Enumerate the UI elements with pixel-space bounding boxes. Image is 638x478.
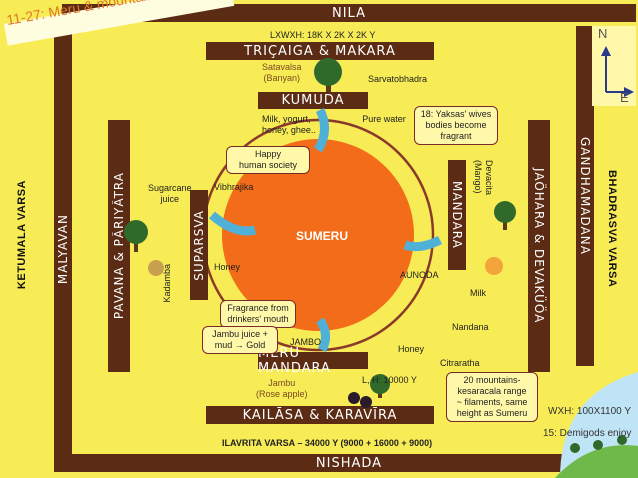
citraratha-label: Citraratha — [440, 358, 480, 368]
pavana-range: PAVANA & PĀRIYĀTRA — [108, 120, 130, 372]
yaksas-box: 18: Yaksas' wives bodies become fragrant — [414, 106, 498, 145]
nila-label: NILA — [332, 5, 366, 21]
gandhamadana-label: GANDHAMADANA — [578, 137, 592, 255]
jambo-label: JAMBO — [290, 337, 322, 347]
tree-icon — [124, 58, 516, 398]
fragrance-box: Fragrance from drinkers' mouth — [220, 300, 296, 328]
east-label: E — [620, 90, 629, 105]
bhadrasva-varsa-label: BHADRASVA VARSA — [606, 170, 618, 288]
jambu-label: Jambu (Rose apple) — [256, 378, 308, 399]
vibhrajika-label: Vibhrajika — [214, 182, 254, 192]
sumeru-label: SUMERU — [296, 229, 349, 243]
compass-arrows-icon — [601, 46, 634, 97]
kadamba-icon — [148, 260, 164, 276]
satavalsa-label: Satavalsa (Banyan) — [262, 62, 302, 83]
kadamba-label: Kadamba — [162, 264, 172, 303]
twenty-mountains-box: 20 mountains- kesaracala range ~ filamen… — [446, 372, 538, 422]
jathara-range: JAÖHARA & DEVAKÜÖA — [528, 120, 550, 372]
north-label: N — [598, 26, 608, 41]
demigods-landscape-icon — [555, 372, 638, 478]
honey-left-label: Honey — [214, 262, 241, 272]
kumuda-label: KUMUDA — [281, 93, 345, 108]
kailasa-label: KAILĀSA & KARAVĪRA — [242, 407, 398, 423]
nishada-range: NISHADA — [62, 454, 636, 472]
merumandara-range: MERU MANDARA — [258, 346, 368, 376]
mandara-range: MANDARA — [448, 160, 466, 270]
milk-yogurt-box: Milk, yogurt, honey, ghee.. — [262, 114, 316, 135]
lh-dimension: L, H: 10000 Y — [362, 375, 417, 385]
top-dimension: LXWXH: 18K X 2K X 2K Y — [270, 30, 376, 40]
jambu-fruit-icon — [360, 396, 372, 408]
aunoda-label: AUNODA — [400, 270, 439, 280]
trisringa-range: TRIÇAIGA & MAKARA — [206, 42, 434, 60]
jambu-fruit-icon — [348, 392, 360, 404]
honey-bottom-label: Honey — [398, 344, 425, 354]
jambu-juice-box: Jambu juice + mud → Gold — [202, 326, 278, 354]
kumuda-range: KUMUDA — [258, 92, 368, 109]
mango-icon — [485, 257, 503, 275]
sarvatobhadra-label: Sarvatobhadra — [368, 74, 428, 84]
devacita-label: Devacita (Mango) — [473, 160, 494, 196]
sumeru-sun — [222, 139, 414, 331]
sugarcane-label: Sugarcane juice — [148, 183, 192, 204]
milk-right-label: Milk — [470, 288, 486, 298]
mandara-label: MANDARA — [450, 181, 464, 249]
nandana-label: Nandana — [452, 322, 489, 332]
trisringa-label: TRIÇAIGA & MAKARA — [244, 43, 396, 59]
ilavrita-dimension: ILAVRITA VARSA – 34000 Y (9000 + 16000 +… — [222, 438, 433, 448]
jathara-label: JAÖHARA & DEVAKÜÖA — [532, 168, 546, 324]
kailasa-range: KAILĀSA & KARAVĪRA — [206, 406, 434, 424]
suparsva-range: SUPARSVA — [190, 190, 208, 300]
gandhamadana-range: GANDHAMADANA — [576, 26, 594, 366]
demigods-label: 15: Demigods enjoy — [543, 428, 632, 439]
nishada-label: NISHADA — [315, 455, 383, 471]
malyavan-range: MALYAVAN — [54, 26, 72, 472]
happy-box: Happy human society — [226, 146, 310, 174]
pure-water-box: Pure water — [362, 114, 406, 124]
wxh-right-label: WXH: 100X1100 Y — [548, 406, 632, 417]
